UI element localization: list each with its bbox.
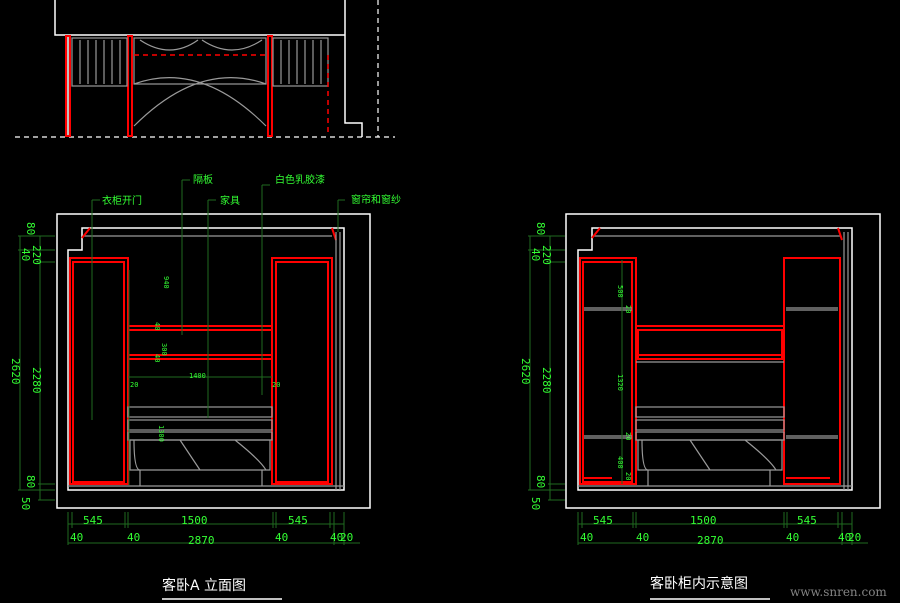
dim-20-right: 20 <box>272 381 280 389</box>
dim-220: 220 <box>30 245 43 265</box>
dim-40-b: 40 <box>127 531 140 544</box>
callout-white-latex-paint: 白色乳胶漆 <box>275 173 325 186</box>
dim-40-a: 40 <box>70 531 83 544</box>
dim-545-left: 545 <box>83 514 103 527</box>
dim-400: 400 <box>616 456 624 469</box>
callout-furniture: 家具 <box>220 194 240 207</box>
dim-40-left: 40 <box>529 248 542 261</box>
dim-2620: 2620 <box>519 358 532 385</box>
dim-545-right: 545 <box>797 514 817 527</box>
cabinet-interior-left-dimensions <box>528 235 565 501</box>
watermark: www.snren.com <box>790 585 887 599</box>
dim-1300: 1300 <box>157 425 165 442</box>
dim-20-a: 20 <box>624 305 632 313</box>
dim-80-bottom: 80 <box>534 475 547 488</box>
dim-20: 20 <box>848 531 861 544</box>
dim-40-b: 40 <box>636 531 649 544</box>
dim-220: 220 <box>540 245 553 265</box>
dim-80-bottom: 80 <box>24 475 37 488</box>
dim-20-c: 20 <box>624 472 632 480</box>
elevation-a-left-dimensions <box>18 235 55 501</box>
dim-2620: 2620 <box>9 358 22 385</box>
callout-wardrobe-door: 衣柜开门 <box>102 194 142 207</box>
dim-40-left: 40 <box>19 248 32 261</box>
elevation-a-drawing <box>56 179 371 509</box>
dim-50: 50 <box>529 497 542 510</box>
dim-40-d: 40 <box>838 531 851 544</box>
dim-80-top: 80 <box>24 222 37 235</box>
callout-shelf: 隔板 <box>193 173 213 186</box>
dim-40: 40 <box>153 322 161 330</box>
dim-20: 20 <box>340 531 353 544</box>
cabinet-interior-bottom-dimensions <box>577 512 868 545</box>
dim-20-b: 20 <box>624 432 632 440</box>
cabinet-interior-drawing <box>565 213 881 509</box>
dim-40-c: 40 <box>275 531 288 544</box>
dim-545-right: 545 <box>288 514 308 527</box>
dim-40-c: 40 <box>786 531 799 544</box>
dim-300: 300 <box>160 343 168 356</box>
dim-2280: 2280 <box>540 367 553 394</box>
dim-1500: 1500 <box>690 514 717 527</box>
dim-50: 50 <box>19 497 32 510</box>
dim-20-left: 20 <box>130 381 138 389</box>
callout-curtain: 窗帘和窗纱 <box>351 193 401 206</box>
dim-2870: 2870 <box>697 534 724 547</box>
elevation-a-title: 客卧A 立面图 <box>162 577 246 594</box>
dim-940: 940 <box>162 276 170 289</box>
top-partial-drawing <box>15 0 395 138</box>
dim-40-a: 40 <box>580 531 593 544</box>
dim-545-left: 545 <box>593 514 613 527</box>
dim-2280: 2280 <box>30 367 43 394</box>
dim-1320: 1320 <box>616 374 624 391</box>
dim-80-top: 80 <box>534 222 547 235</box>
dim-500: 500 <box>616 285 624 298</box>
dim-1400: 1400 <box>189 372 206 380</box>
elevation-a-bottom-dimensions <box>67 512 360 545</box>
dim-40-d: 40 <box>330 531 343 544</box>
cabinet-interior-title: 客卧柜内示意图 <box>650 575 748 592</box>
dim-2870: 2870 <box>188 534 215 547</box>
dim-40b: 40 <box>153 354 161 362</box>
dim-1500: 1500 <box>181 514 208 527</box>
